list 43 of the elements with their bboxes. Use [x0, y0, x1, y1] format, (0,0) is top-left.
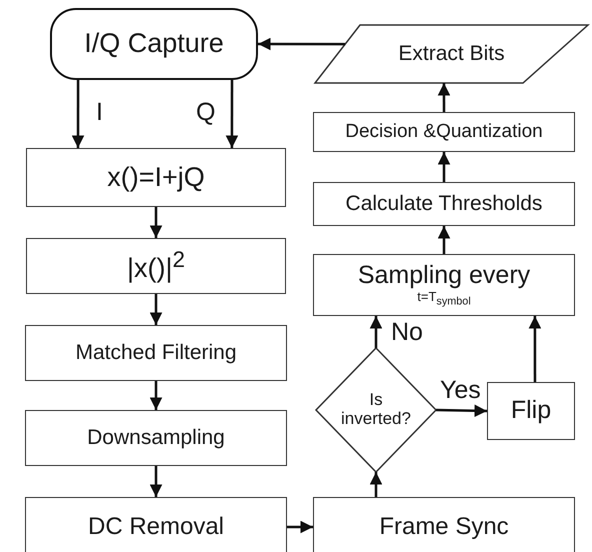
arrow: [438, 83, 450, 112]
arrow: [150, 294, 162, 325]
node-label: I/Q Capture: [84, 29, 224, 59]
node-label: Flip: [510, 397, 552, 425]
process-box: [313, 254, 575, 316]
arrow: [438, 152, 450, 182]
edge-label: Q: [196, 100, 216, 125]
node-label: |x()|$^{2}$: [126, 248, 186, 284]
arrow: [150, 466, 162, 497]
node-label: Extract Bits: [398, 42, 505, 66]
node-label: Sampling every: [358, 262, 530, 290]
node-label: Matched Filtering: [75, 341, 237, 365]
arrow: [150, 381, 162, 410]
process-box: [26, 238, 286, 294]
data-parallelogram: [315, 25, 588, 83]
node-label: Is inverted?: [340, 391, 412, 429]
process-box: [25, 497, 287, 552]
node-label: Frame Sync: [379, 514, 509, 540]
node-label: x()=I+jQ: [107, 162, 205, 192]
arrow: [226, 80, 238, 148]
arrow: [436, 404, 488, 417]
process-box: [25, 325, 287, 381]
process-box: [25, 410, 287, 466]
process-box: [26, 148, 286, 207]
arrow: [150, 207, 162, 238]
decision-diamond: [316, 348, 436, 472]
arrow: [438, 226, 450, 254]
node-label: DC Removal: [88, 514, 224, 540]
node-sublabel: t=T$_{symbol}$: [417, 290, 471, 308]
arrow: [370, 316, 382, 348]
process-box: [313, 112, 575, 152]
process-box: [313, 497, 575, 552]
arrow: [258, 38, 346, 50]
arrow: [287, 520, 313, 534]
terminator-box: [50, 8, 258, 80]
process-box: [487, 382, 575, 440]
arrow: [72, 80, 84, 148]
node-label: Downsampling: [87, 426, 225, 450]
node-label: Decision &Quantization: [345, 122, 543, 142]
process-box: [313, 182, 575, 226]
node-label: Calculate Thresholds: [346, 192, 542, 216]
arrow: [528, 316, 542, 382]
arrow: [370, 472, 382, 497]
